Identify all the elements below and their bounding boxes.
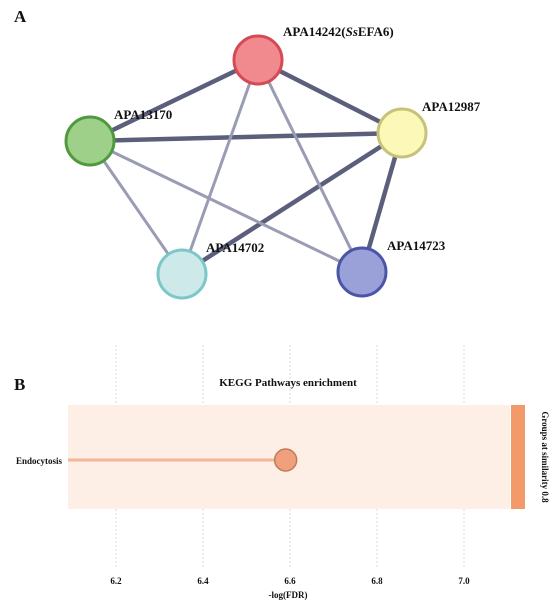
chart-gridlines <box>115 345 465 568</box>
x-tick-label: 7.0 <box>458 576 470 586</box>
network-edges <box>88 57 405 276</box>
edge-apa13170-apa12987 <box>89 130 403 144</box>
chart-title: KEGG Pathways enrichment <box>219 377 357 389</box>
panel-b-label: B <box>14 375 25 394</box>
x-tick-label: 6.8 <box>371 576 383 586</box>
panel-a-label: A <box>14 7 27 26</box>
edge-apa13170-apa14702 <box>88 140 184 275</box>
category-label-endocytosis: Endocytosis <box>16 456 63 466</box>
edge-apa14242-apa13170 <box>89 57 259 144</box>
node-apa14242 <box>232 34 284 86</box>
node-apa14723 <box>336 246 388 298</box>
node-label-apa14242: APA14242(SsEFA6) <box>283 24 394 39</box>
edge-apa13170-apa14723 <box>89 139 363 274</box>
edge-apa12987-apa14702 <box>180 131 404 276</box>
edge-apa14242-apa14723 <box>256 59 364 273</box>
group-label: Groups at similarity 0.8 <box>540 411 550 503</box>
node-label-apa14723: APA14723 <box>387 238 446 253</box>
edge-apa14242-apa12987 <box>256 57 404 136</box>
network-labels: APA14242(SsEFA6) APA13170 APA12987 APA14… <box>114 24 481 255</box>
node-apa12987 <box>376 107 428 159</box>
node-label-apa14702: APA14702 <box>206 240 264 255</box>
x-tick-label: 6.6 <box>284 576 296 586</box>
x-tick-labels: 6.2 6.4 6.6 6.8 7.0 <box>110 576 470 586</box>
x-axis-label: -log(FDR) <box>269 590 308 600</box>
edge-apa14242-apa14702 <box>180 59 260 275</box>
node-label-apa12987: APA12987 <box>422 99 481 114</box>
node-apa13170 <box>64 115 116 167</box>
group-bar <box>511 405 525 509</box>
node-label-apa13170: APA13170 <box>114 107 172 122</box>
network-nodes <box>64 34 428 300</box>
node-apa14702 <box>156 248 208 300</box>
x-tick-label: 6.4 <box>197 576 209 586</box>
x-tick-label: 6.2 <box>110 576 122 586</box>
lollipop-marker <box>273 448 298 472</box>
